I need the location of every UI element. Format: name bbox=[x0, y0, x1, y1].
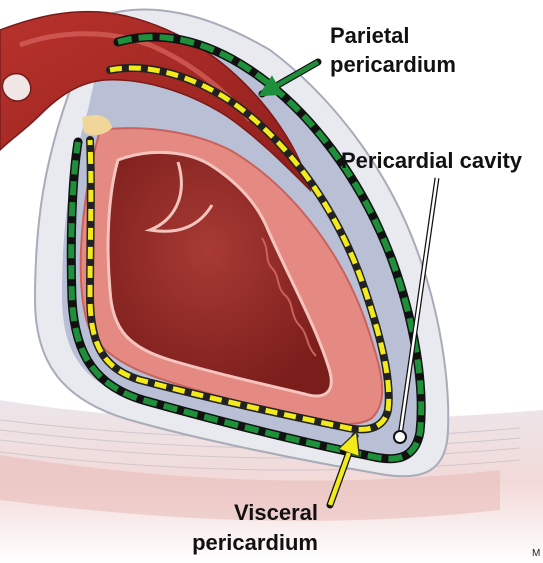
visceral-label-line2: pericardium bbox=[192, 530, 318, 555]
vessel-opening bbox=[2, 74, 30, 101]
cavity-pointer-dot bbox=[394, 431, 406, 443]
cavity-label: Pericardial cavity bbox=[341, 148, 523, 173]
parietal-label-line1: Parietal bbox=[330, 23, 410, 48]
visceral-label-line1: Visceral bbox=[234, 500, 318, 525]
corner-watermark: M bbox=[532, 548, 540, 559]
parietal-label-line2: pericardium bbox=[330, 52, 456, 77]
